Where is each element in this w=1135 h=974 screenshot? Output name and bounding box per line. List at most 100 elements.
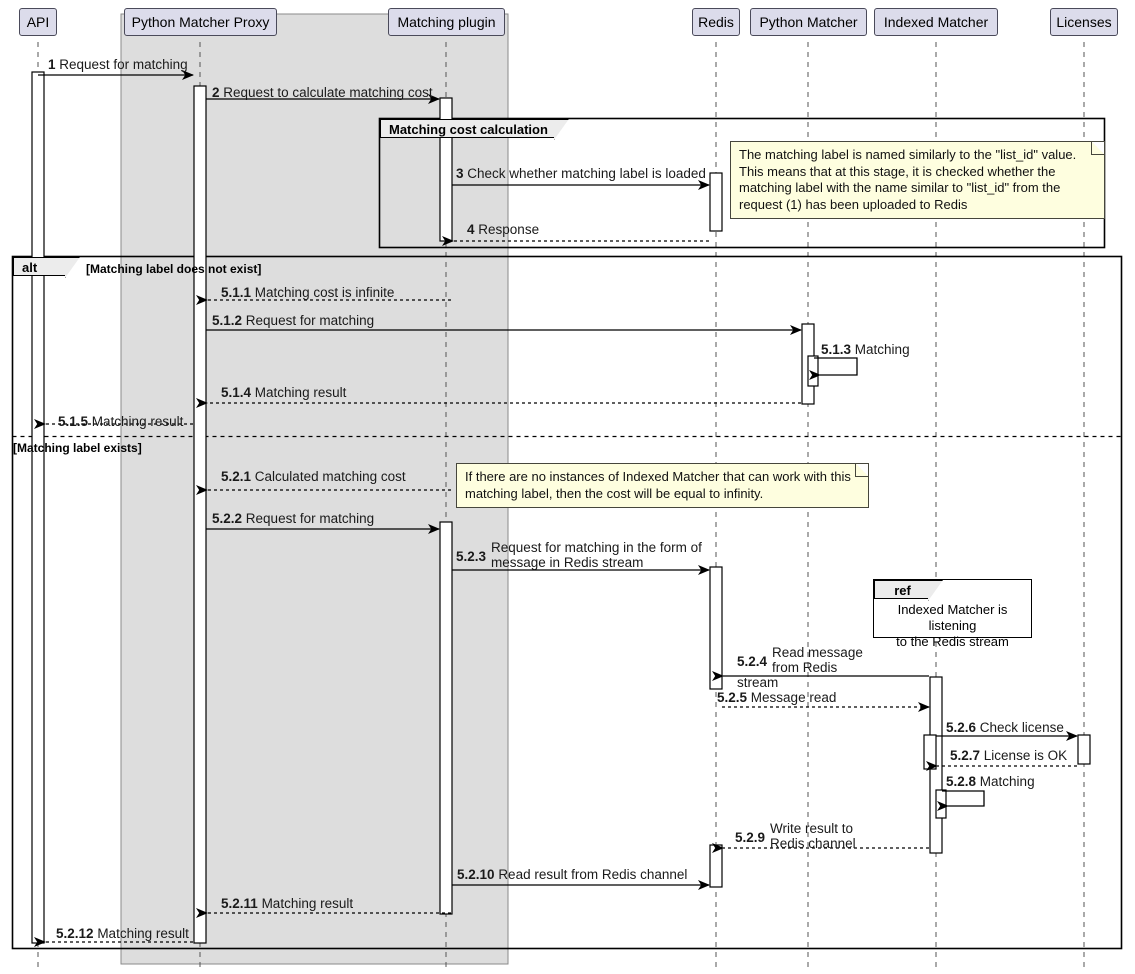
participant-redis-label: Redis [698, 14, 734, 30]
note-line-2: This means that at this stage, it is che… [739, 163, 1056, 179]
participant-matching-plugin[interactable]: Matching plugin [388, 8, 505, 36]
message-arrows: Plugin (dashed reply) --> [34, 70, 1078, 947]
participant-api[interactable]: API [19, 8, 57, 36]
ref-box-label: ref [874, 580, 943, 601]
message-label-5-2-8: 5.2.8 Matching [946, 774, 1035, 789]
message-label-5-1-1: 5.1.1 Matching cost is infinite [221, 285, 394, 300]
message-label-5-1-2: 5.1.2 Request for matching [212, 313, 374, 328]
message-num-5-1-3: 5.1.3 [821, 342, 852, 357]
message-label-3: 3 Check whether matching label is loaded [456, 166, 706, 181]
message-text-5-2-2: Request for matching [245, 511, 375, 526]
message-num-5-1-2: 5.1.2 [212, 313, 243, 328]
ref-box-text: Indexed Matcher is listening to the Redi… [874, 602, 1031, 650]
participant-python-matcher-proxy[interactable]: Python Matcher Proxy [124, 8, 277, 36]
participant-python-matcher-label: Python Matcher [759, 14, 858, 30]
note-fold-corner-icon [1091, 142, 1104, 155]
message-label-5-2-1: 5.2.1 Calculated matching cost [221, 469, 406, 484]
message-label-5-2-3: 5.2.3 Request for matching in the form o… [456, 540, 706, 570]
participant-licenses-label: Licenses [1056, 14, 1112, 30]
message-num-5-2-3: 5.2.3 [456, 549, 487, 564]
message-text-5-1-2: Request for matching [245, 313, 375, 328]
participant-redis[interactable]: Redis [692, 8, 740, 36]
message-label-5-1-5: 5.1.5 Matching result [58, 414, 183, 429]
message-text-5-1-3: Matching [854, 342, 910, 357]
message-label-5-2-2: 5.2.2 Request for matching [212, 511, 374, 526]
message-label-5-2-4: 5.2.4 Read message from Redis stream [737, 645, 872, 690]
note-line-1: If there are no instances of Indexed Mat… [465, 469, 851, 484]
participant-python-matcher-proxy-label: Python Matcher Proxy [131, 14, 270, 30]
message-label-5-2-10: 5.2.10 Read result from Redis channel [457, 867, 687, 882]
message-num-5-2-5: 5.2.5 [717, 690, 748, 705]
message-text-5-2-3: Request for matching in the form of mess… [491, 540, 702, 570]
message-label-5-2-11: 5.2.11 Matching result [221, 896, 353, 911]
ref-box-label-text: ref [894, 583, 911, 598]
message-num-5-2-6: 5.2.6 [946, 720, 977, 735]
message-label-2: 2 Request to calculate matching cost [212, 85, 433, 100]
note-fold-corner-icon [855, 464, 868, 477]
participant-matching-plugin-label: Matching plugin [397, 14, 496, 30]
message-num-1: 1 [48, 57, 56, 72]
message-num-5-2-12: 5.2.12 [56, 926, 94, 941]
message-num-5-1-4: 5.1.4 [221, 385, 252, 400]
note-line-2: matching label, then the cost will be eq… [465, 485, 764, 501]
message-num-4: 4 [467, 222, 475, 237]
message-text-5-2-11: Matching result [261, 896, 354, 911]
message-label-4: 4 Response [467, 222, 539, 237]
message-num-2: 2 [212, 85, 220, 100]
alt-guard-2: [Matching label exists] [13, 441, 142, 455]
fragment-label-matching-cost-calculation: Matching cost calculation [380, 119, 569, 140]
note-line-1: The matching label is named similarly to… [739, 147, 1077, 162]
note-line-3: matching label with the name similar to … [739, 180, 1061, 195]
message-label-5-1-3: 5.1.3 Matching [821, 342, 910, 357]
ref-box-label-notch [928, 580, 943, 601]
message-text-5-2-1: Calculated matching cost [254, 469, 406, 484]
message-text-4: Response [478, 222, 540, 237]
ref-box-text-line1: Indexed Matcher is listening [897, 602, 1008, 633]
participant-indexed-matcher[interactable]: Indexed Matcher [874, 8, 998, 36]
message-text-5-2-12: Matching result [97, 926, 189, 941]
message-num-5-2-11: 5.2.11 [221, 896, 258, 911]
note-line-4: request (1) has been uploaded to Redis [739, 196, 968, 212]
message-text-5-2-8: Matching [979, 774, 1035, 789]
message-num-5-2-4: 5.2.4 [737, 654, 768, 669]
message-text-3: Check whether matching label is loaded [467, 166, 706, 181]
participant-python-matcher[interactable]: Python Matcher [750, 8, 867, 36]
message-text-5-1-5: Matching result [91, 414, 184, 429]
message-label-1: 1 Request for matching [48, 57, 188, 72]
message-label-5-2-9: 5.2.9 Write result to Redis channel [735, 821, 860, 851]
alt-guard-2-text: [Matching label exists] [13, 441, 142, 455]
fragment-label-alt: alt [13, 257, 80, 278]
arrow-5-1-3 [809, 357, 858, 380]
message-text-5-2-6: Check license [979, 720, 1064, 735]
message-text-5-2-4: Read message from Redis stream [737, 645, 863, 690]
message-text-1: Request for matching [59, 57, 188, 72]
participant-indexed-matcher-label: Indexed Matcher [883, 14, 989, 30]
message-label-5-2-6: 5.2.6 Check license [946, 720, 1064, 735]
note-no-instances: If there are no instances of Indexed Mat… [456, 463, 869, 508]
alt-guard-1-text: [Matching label does not exist] [86, 262, 262, 276]
note-matching-label: The matching label is named similarly to… [730, 141, 1105, 219]
participant-licenses[interactable]: Licenses [1050, 8, 1118, 36]
message-label-5-1-4: 5.1.4 Matching result [221, 385, 346, 400]
message-num-5-2-10: 5.2.10 [457, 867, 495, 882]
message-num-5-2-1: 5.2.1 [221, 469, 252, 484]
message-label-5-2-7: 5.2.7 License is OK [950, 748, 1067, 763]
fragment-label-text: Matching cost calculation [389, 122, 548, 137]
arrow-5-2-8 [937, 790, 985, 811]
message-label-5-2-5: 5.2.5 Message read [717, 690, 836, 705]
participant-api-label: API [26, 14, 50, 30]
message-label-5-2-12: 5.2.12 Matching result [56, 926, 189, 941]
message-text-5-2-5: Message read [750, 690, 837, 705]
ref-box-text-line2: to the Redis stream [896, 634, 1009, 649]
message-num-3: 3 [456, 166, 464, 181]
message-text-5-1-1: Matching cost is infinite [254, 285, 395, 300]
message-text-5-2-9: Write result to Redis channel [770, 821, 856, 851]
message-text-5-2-7: License is OK [983, 748, 1068, 763]
message-num-5-2-7: 5.2.7 [950, 748, 981, 763]
message-num-5-1-1: 5.1.1 [221, 285, 252, 300]
message-text-2: Request to calculate matching cost [223, 85, 433, 100]
fragment-label-alt-text: alt [22, 260, 38, 275]
message-num-5-2-8: 5.2.8 [946, 774, 977, 789]
